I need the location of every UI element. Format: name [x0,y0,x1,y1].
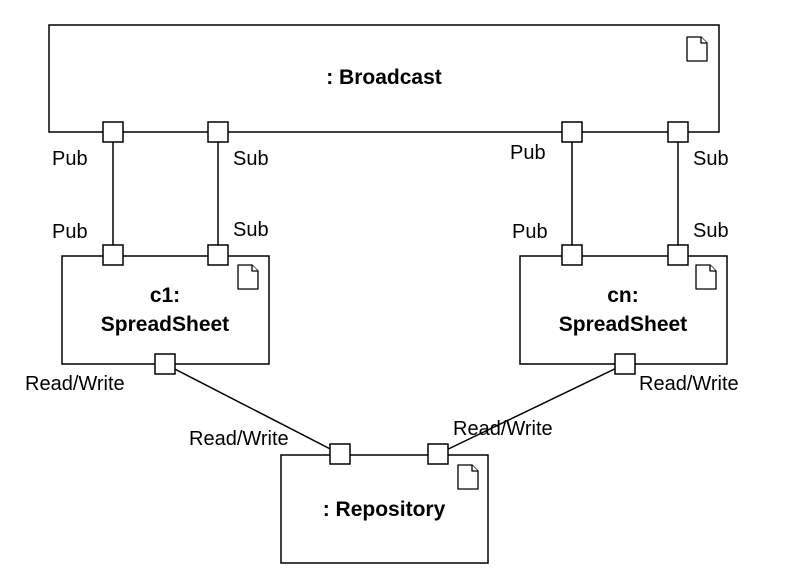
cn-spreadsheet-box[interactable] [519,255,728,365]
cn-title-line1: cn: [607,284,639,307]
repository-box[interactable] [280,454,489,564]
c1-sub-label: Sub [233,219,269,241]
broadcast-sub-left-label: Sub [233,148,269,170]
repository-readwrite-left-label: Read/Write [189,428,289,450]
broadcast-pub-right-label: Pub [510,142,546,164]
c1-port-sub[interactable] [207,244,229,266]
connector-cn-repository [437,363,626,455]
repository-readwrite-right-label: Read/Write [453,418,553,440]
c1-port-pub[interactable] [102,244,124,266]
broadcast-port-pub-right[interactable] [561,121,583,143]
repository-component[interactable]: : Repository [280,454,489,564]
c1-spreadsheet-box[interactable] [61,255,270,365]
document-icon [695,264,717,290]
document-icon [457,464,479,490]
broadcast-title: : Broadcast [326,66,442,89]
broadcast-box[interactable] [48,24,720,133]
c1-title-line2: SpreadSheet [101,313,229,336]
repository-port-readwrite-left[interactable] [329,443,351,465]
connector-c1-repository [164,363,341,455]
cn-port-readwrite[interactable] [614,353,636,375]
broadcast-component[interactable]: : Broadcast [48,24,720,133]
broadcast-port-pub-left[interactable] [102,121,124,143]
c1-spreadsheet-component[interactable]: c1: SpreadSheet [61,255,270,365]
cn-pub-label: Pub [512,221,548,243]
cn-sub-label: Sub [693,220,729,242]
port-labels: Pub Sub Pub Sub Pub Sub Pub Sub Read/Wri… [25,142,739,450]
c1-readwrite-label: Read/Write [25,373,125,395]
cn-title-line2: SpreadSheet [559,313,687,336]
broadcast-port-sub-right[interactable] [667,121,689,143]
cn-readwrite-label: Read/Write [639,373,739,395]
c1-port-readwrite[interactable] [154,353,176,375]
cn-port-pub[interactable] [561,244,583,266]
document-icon [237,264,259,290]
c1-title-line1: c1: [150,284,180,307]
repository-port-readwrite-right[interactable] [427,443,449,465]
cn-spreadsheet-component[interactable]: cn: SpreadSheet [519,255,728,365]
cn-port-sub[interactable] [667,244,689,266]
ports [102,121,689,465]
c1-pub-label: Pub [52,221,88,243]
repository-title: : Repository [323,498,446,521]
connectors [112,142,679,455]
document-icon [686,36,708,62]
broadcast-port-sub-left[interactable] [207,121,229,143]
broadcast-sub-right-label: Sub [693,148,729,170]
broadcast-pub-left-label: Pub [52,148,88,170]
